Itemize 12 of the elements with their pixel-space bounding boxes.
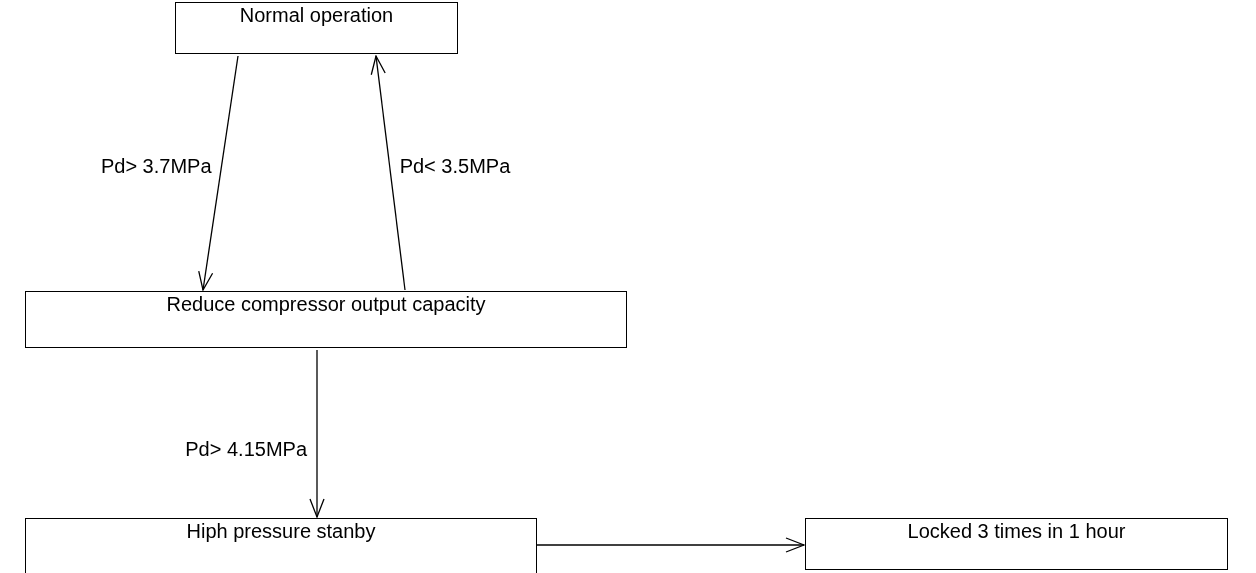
box-label: Hiph pressure stanby bbox=[186, 520, 376, 542]
process-box bbox=[25, 518, 537, 573]
arrow bbox=[370, 55, 406, 291]
arrow bbox=[198, 55, 239, 291]
process-box bbox=[805, 518, 1228, 570]
box-label: Normal operation bbox=[239, 4, 394, 26]
arrow bbox=[536, 537, 805, 553]
process-box bbox=[175, 2, 458, 54]
arrow bbox=[309, 349, 325, 518]
box-label: Reduce compressor output capacity bbox=[166, 293, 486, 315]
box-label: Locked 3 times in 1 hour bbox=[907, 520, 1126, 542]
process-box bbox=[25, 291, 627, 348]
